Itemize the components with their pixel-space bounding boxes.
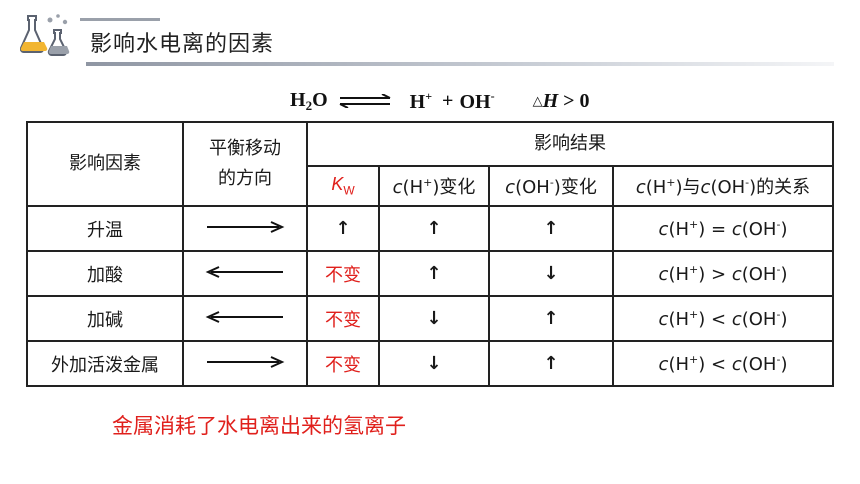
equilibrium-arrow-icon bbox=[339, 94, 391, 108]
factor-cell: 加碱 bbox=[26, 295, 184, 342]
h-change-cell: ↑ bbox=[378, 250, 490, 297]
factor-table: 影响因素 平衡移动的方向 影响结果 KW c(H+)变化 c(OH-)变化 c(… bbox=[26, 121, 834, 387]
table-row: 外加活泼金属 不变 ↓ ↑ c(H+) < c(OH-) bbox=[26, 340, 834, 387]
table-row: 升温 ↑ ↑ ↑ c(H+) = c(OH-) bbox=[26, 205, 834, 252]
oh-change-cell: ↑ bbox=[488, 340, 614, 387]
h-change-cell: ↑ bbox=[378, 205, 490, 252]
page-title: 影响水电离的因素 bbox=[90, 32, 275, 57]
kw-cell: ↑ bbox=[306, 205, 380, 252]
table-row: 加碱 不变 ↓ ↑ c(H+) < c(OH-) bbox=[26, 295, 834, 342]
header-factor: 影响因素 bbox=[26, 121, 184, 207]
kw-cell: 不变 bbox=[306, 250, 380, 297]
shift-forward-arrow-icon bbox=[182, 340, 308, 387]
subheader-kw: KW bbox=[306, 165, 380, 207]
relation-cell: c(H+) < c(OH-) bbox=[612, 295, 834, 342]
h-change-cell: ↓ bbox=[378, 340, 490, 387]
factor-cell: 升温 bbox=[26, 205, 184, 252]
relation-cell: c(H+) < c(OH-) bbox=[612, 340, 834, 387]
title-underline bbox=[86, 62, 834, 66]
eq-h2o: H2O bbox=[290, 88, 328, 113]
eq-plus: + bbox=[442, 89, 454, 112]
header-result: 影响结果 bbox=[306, 121, 834, 167]
shift-forward-arrow-icon bbox=[182, 205, 308, 252]
subheader-oh-change: c(OH-)变化 bbox=[488, 165, 614, 207]
subheader-h-change: c(H+)变化 bbox=[378, 165, 490, 207]
header-top-line bbox=[80, 18, 160, 21]
lab-flask-icon bbox=[20, 14, 70, 56]
table-row: 加酸 不变 ↑ ↓ c(H+) > c(OH-) bbox=[26, 250, 834, 297]
explanation-note: 金属消耗了水电离出来的氢离子 bbox=[112, 414, 406, 438]
kw-cell: 不变 bbox=[306, 295, 380, 342]
eq-enthalpy: △H > 0 bbox=[532, 89, 590, 112]
eq-oh: OH- bbox=[459, 88, 495, 113]
shift-backward-arrow-icon bbox=[182, 295, 308, 342]
factor-cell: 加酸 bbox=[26, 250, 184, 297]
oh-change-cell: ↓ bbox=[488, 250, 614, 297]
relation-cell: c(H+) = c(OH-) bbox=[612, 205, 834, 252]
shift-backward-arrow-icon bbox=[182, 250, 308, 297]
oh-change-cell: ↑ bbox=[488, 205, 614, 252]
oh-change-cell: ↑ bbox=[488, 295, 614, 342]
eq-hplus: H+ bbox=[409, 88, 433, 113]
kw-cell: 不变 bbox=[306, 340, 380, 387]
header-shift-direction: 平衡移动的方向 bbox=[182, 121, 308, 207]
relation-cell: c(H+) > c(OH-) bbox=[612, 250, 834, 297]
ionization-equation: H2O H+ + OH- △H > 0 bbox=[290, 86, 590, 116]
subheader-relation: c(H+)与c(OH-)的关系 bbox=[612, 165, 834, 207]
h-change-cell: ↓ bbox=[378, 295, 490, 342]
factor-cell: 外加活泼金属 bbox=[26, 340, 184, 387]
